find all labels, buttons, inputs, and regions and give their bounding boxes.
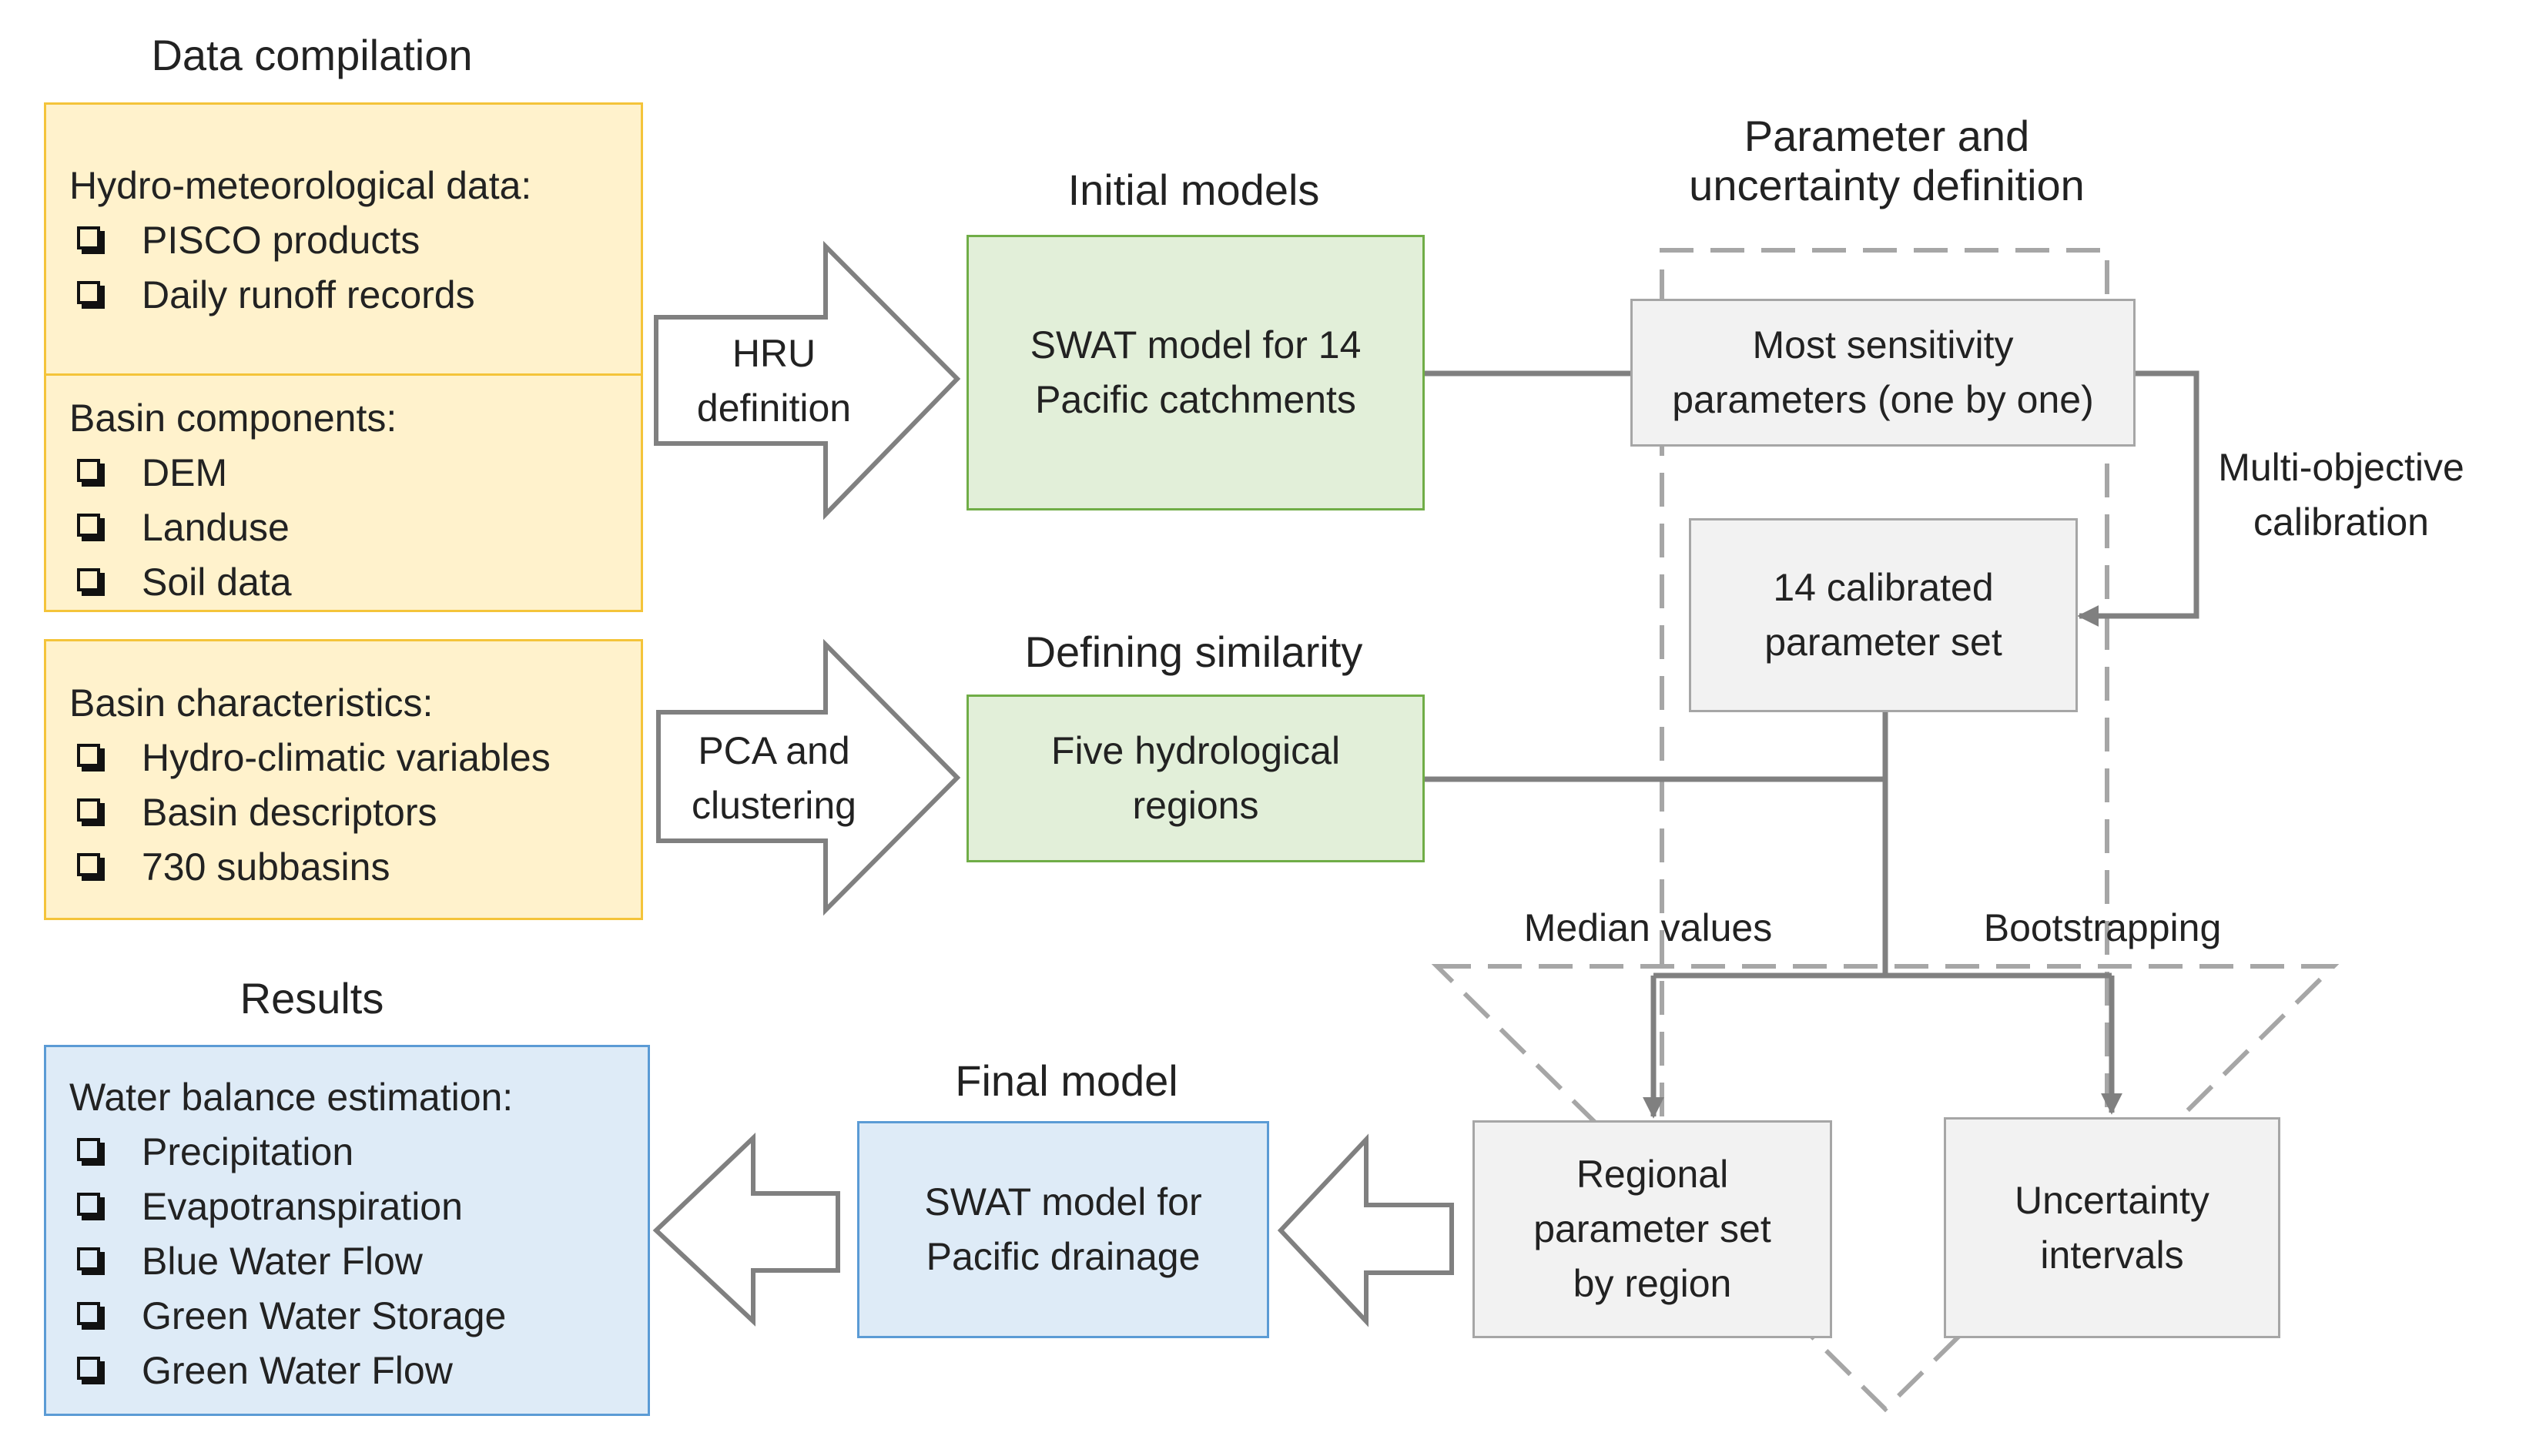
list-item: Precipitation [69, 1125, 648, 1180]
list-item: Hydro-climatic variables [69, 731, 641, 785]
results-block-arrow [652, 1133, 840, 1327]
list-item: Daily runoff records [69, 268, 641, 323]
water-balance-title: Water balance estimation: [69, 1076, 514, 1119]
list-item: Blue Water Flow [69, 1234, 648, 1289]
basin-characteristics-box: Basin characteristics: Hydro-climatic va… [44, 639, 643, 920]
heading-results: Results [240, 974, 384, 1023]
calibrated-parameter-set-node: 14 calibrated parameter set [1689, 518, 2078, 712]
hydro-meteorological-box: Hydro-meteorological data: PISCO product… [44, 102, 643, 376]
checkbox-icon [77, 458, 100, 482]
checkbox-icon [77, 226, 100, 249]
median-values-label: Median values [1523, 906, 1773, 949]
basin-components-box: Basin components: DEM Landuse Soil data [44, 373, 643, 612]
list-item: Landuse [69, 500, 641, 555]
five-hydrological-regions-node: Five hydrological regions [967, 695, 1425, 862]
checkbox-icon [77, 1192, 100, 1216]
list-item: Evapotranspiration [69, 1180, 648, 1234]
checkbox-icon [77, 743, 100, 767]
heading-parameter-line-2: uncertainty definition [1689, 161, 2085, 210]
water-balance-box: Water balance estimation: Precipitation … [44, 1045, 650, 1416]
list-item: Green Water Storage [69, 1289, 648, 1344]
checkbox-icon [77, 513, 100, 537]
checkbox-icon [77, 1301, 100, 1325]
checkbox-icon [77, 1137, 100, 1161]
list-item: Basin descriptors [69, 785, 641, 840]
hydro-meteorological-title: Hydro-meteorological data: [69, 164, 532, 207]
swat-14-catchments-node: SWAT model for 14 Pacific catchments [967, 235, 1425, 510]
list-item: Soil data [69, 555, 641, 610]
list-item: PISCO products [69, 213, 641, 268]
checkbox-icon [77, 567, 100, 591]
heading-parameter-line-1: Parameter and [1744, 112, 2030, 160]
list-item: Green Water Flow [69, 1344, 648, 1398]
uncertainty-intervals-node: Uncertainty intervals [1944, 1117, 2280, 1338]
checkbox-icon [77, 798, 100, 822]
list-item: 730 subbasins [69, 840, 641, 895]
heading-final-model: Final model [955, 1056, 1178, 1105]
list-item: DEM [69, 446, 641, 500]
final-block-arrow [1277, 1133, 1454, 1327]
heading-parameter-uncertainty: Parameter and uncertainty definition [1594, 112, 2179, 211]
checkbox-icon [77, 280, 100, 304]
most-sensitivity-parameters-node: Most sensitivity parameters (one by one) [1630, 299, 2136, 447]
hru-arrow-label: HRU definition [696, 332, 852, 430]
heading-defining-similarity: Defining similarity [1024, 628, 1363, 676]
checkbox-icon [77, 1247, 100, 1270]
bootstrapping-label: Bootstrapping [1983, 906, 2222, 949]
basin-characteristics-title: Basin characteristics: [69, 681, 434, 725]
final-swat-pacific-drainage-node: SWAT model for Pacific drainage [857, 1121, 1269, 1338]
heading-initial-models: Initial models [1067, 166, 1320, 214]
pca-arrow-label: PCA and clustering [692, 729, 856, 827]
multi-objective-calibration-label: Multi-objective calibration [2218, 446, 2464, 544]
regional-parameter-set-node: Regional parameter set by region [1472, 1120, 1832, 1338]
checkbox-icon [77, 1356, 100, 1380]
basin-components-title: Basin components: [69, 397, 397, 440]
checkbox-icon [77, 852, 100, 876]
heading-data-compilation: Data compilation [151, 31, 473, 79]
